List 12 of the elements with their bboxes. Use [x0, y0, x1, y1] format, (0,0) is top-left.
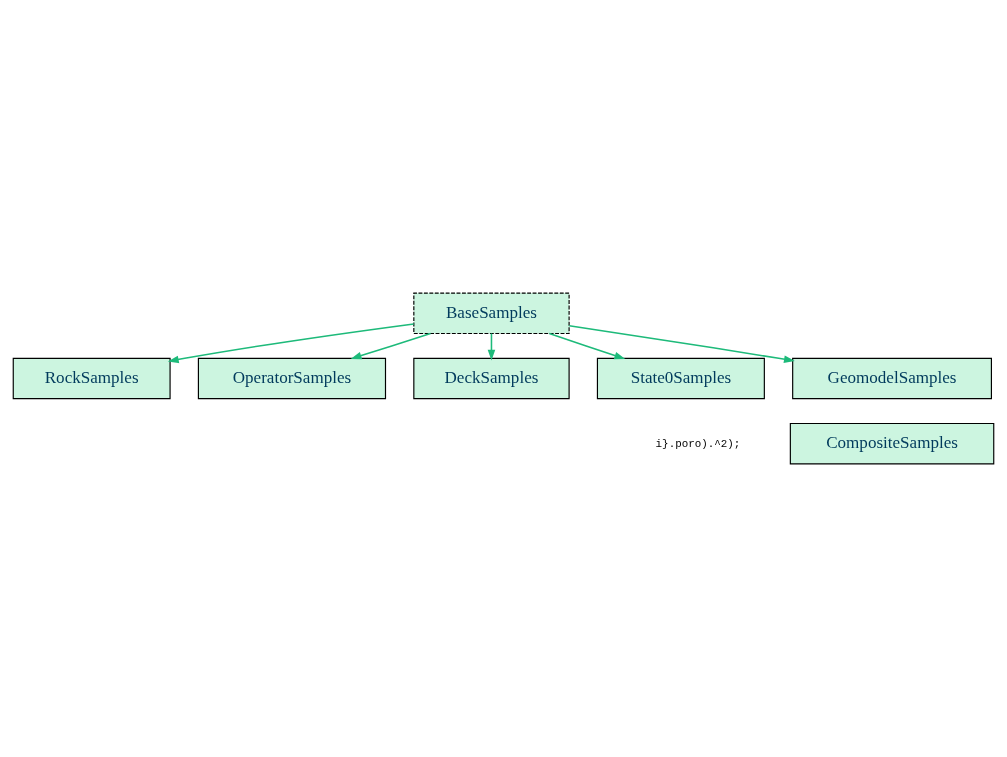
- node-box: DeckSamples: [413, 357, 570, 400]
- node-box: OperatorSamples: [197, 357, 387, 400]
- arrow: [167, 323, 415, 364]
- node-box: State0Samples: [596, 357, 765, 400]
- arrow: [350, 332, 432, 360]
- node-box: BaseSamples: [413, 292, 570, 335]
- label: i}.poro).^2);: [655, 437, 741, 450]
- node-box: RockSamples: [12, 357, 171, 400]
- node-box: CompositeSamples: [789, 422, 995, 465]
- arrow: [548, 332, 626, 360]
- node-box: GeomodelSamples: [792, 357, 992, 400]
- arrow: [568, 324, 795, 363]
